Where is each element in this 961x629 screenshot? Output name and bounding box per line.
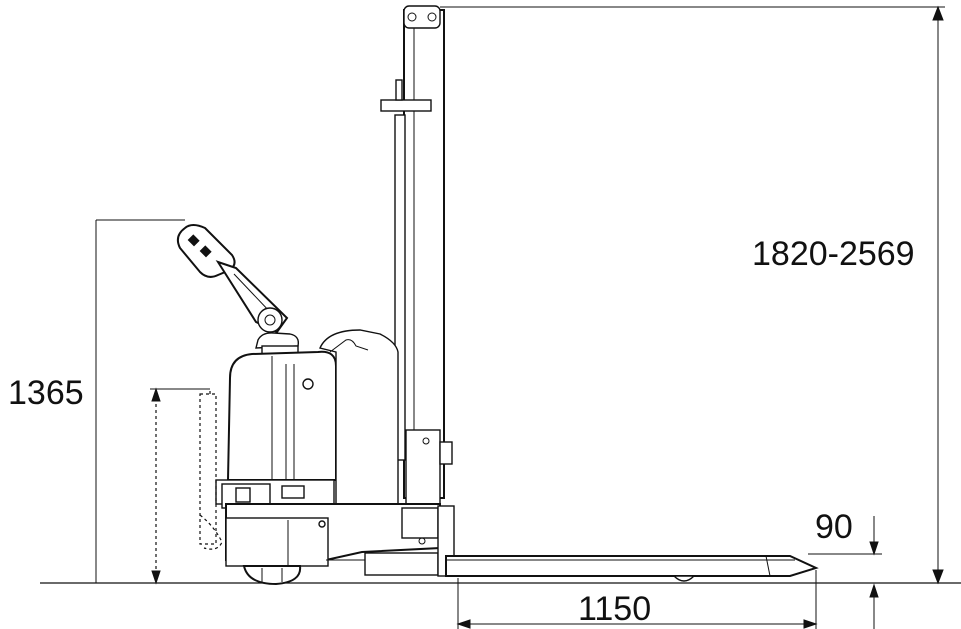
- dimension-handle-height: [95, 219, 185, 583]
- fork-length-label: 1150: [578, 590, 652, 628]
- dimension-fork-thickness: [808, 516, 882, 629]
- tiller-handle: [176, 224, 300, 355]
- drive-housing: [226, 329, 399, 506]
- chassis: [215, 479, 455, 577]
- dimension-fork-length: [456, 570, 818, 629]
- mast: [380, 5, 453, 506]
- drive-wheel: [242, 565, 302, 586]
- folding-platform: [199, 388, 223, 550]
- dimension-platform-height: [150, 387, 210, 585]
- fork-thickness-label: 90: [815, 508, 853, 546]
- handle-height-label: 1365: [8, 374, 84, 412]
- dimension-overall-height: [440, 5, 945, 585]
- overall-height-label: 1820-2569: [752, 235, 915, 273]
- fork: [445, 555, 819, 582]
